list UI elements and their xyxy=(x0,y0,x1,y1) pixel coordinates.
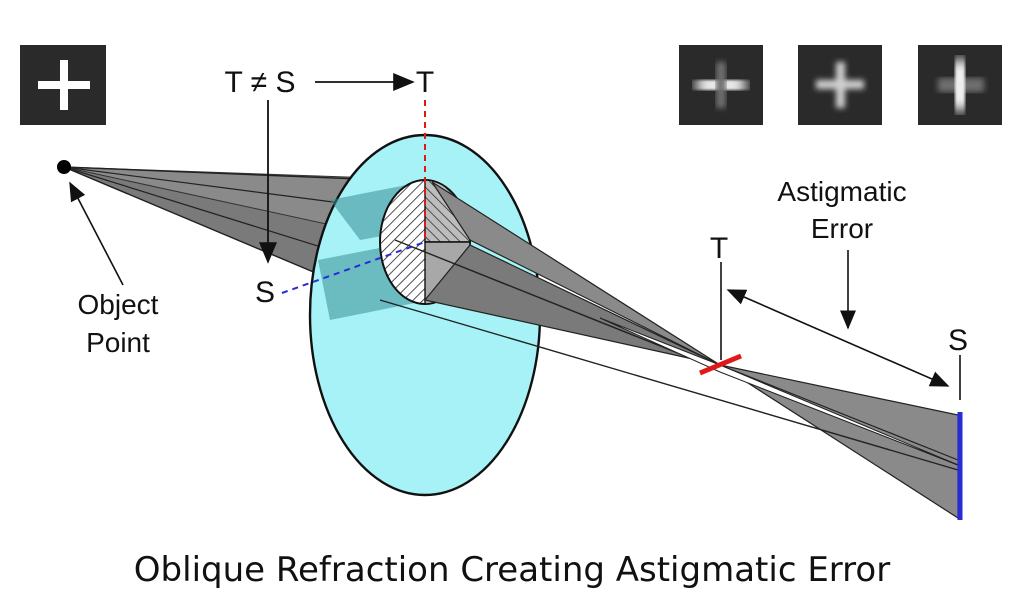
thumbnail-sharp-cross xyxy=(20,45,106,125)
astigmatic-interval-arrow xyxy=(726,289,950,387)
object-point-label-line1: Object xyxy=(78,289,159,320)
outgoing-rays xyxy=(379,181,959,520)
astigmatic-label-line2: Error xyxy=(811,213,873,244)
t-focus-label: T xyxy=(710,232,728,265)
astigmatic-label-line1: Astigmatic xyxy=(777,176,906,207)
object-point xyxy=(57,160,71,174)
s-left-label: S xyxy=(255,276,275,309)
caption: Oblique Refraction Creating Astigmatic E… xyxy=(134,550,890,590)
object-point-arrow xyxy=(69,181,124,286)
t-top-label: T xyxy=(416,66,434,99)
thumbnail-vertical-focus xyxy=(918,45,1002,125)
object-point-label-line2: Point xyxy=(86,327,150,358)
thumbnail-horizontal-focus xyxy=(679,45,763,125)
t-not-equal-s-label: T ≠ S xyxy=(225,66,296,99)
sagittal-meridian-dash xyxy=(281,241,426,294)
thumbnail-blurred-cross xyxy=(798,45,882,125)
s-focus-label: S xyxy=(948,324,968,357)
